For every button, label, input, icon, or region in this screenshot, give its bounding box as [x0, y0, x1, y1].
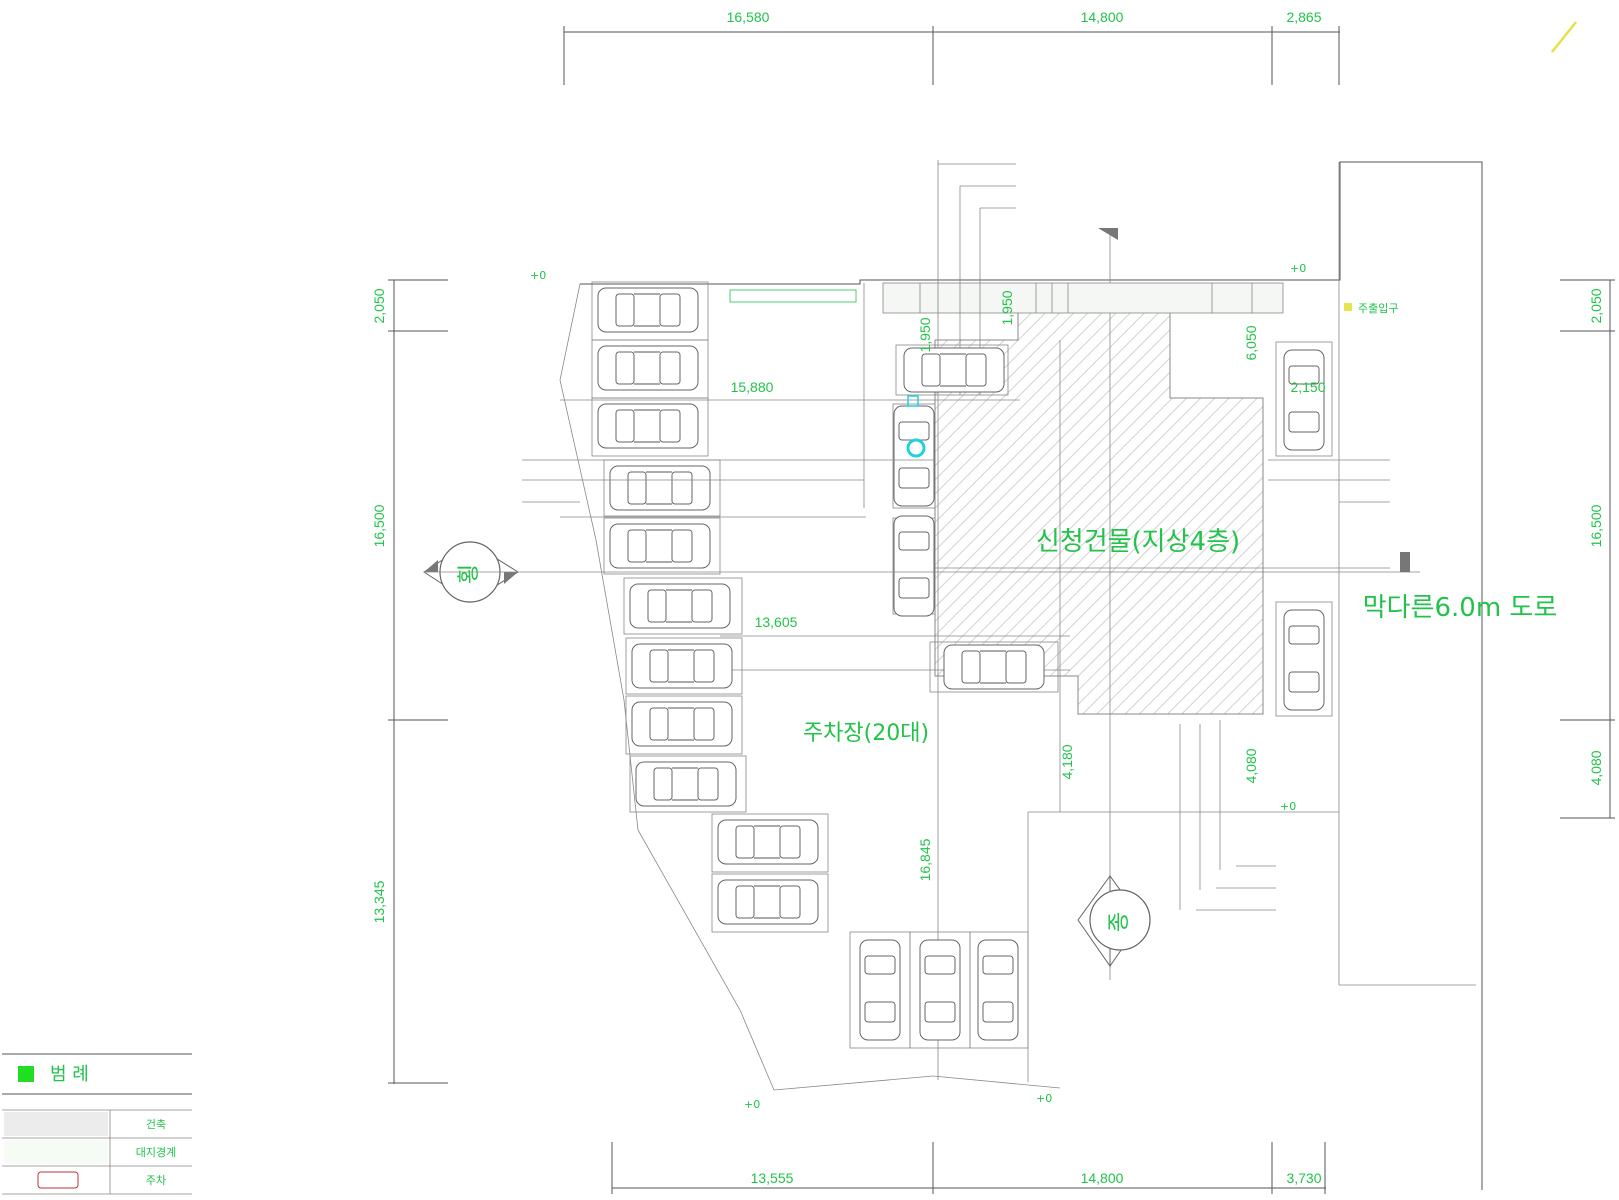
top-dimension-line: 16,580 14,800 2,865 — [563, 9, 1340, 85]
dim-top-3: 2,865 — [1286, 9, 1321, 25]
dim-inner-5: 6,050 — [1243, 325, 1259, 360]
dim-inner-2: 13,605 — [755, 614, 798, 630]
legend-bullet-icon — [18, 1066, 34, 1082]
car-stall-1 — [591, 281, 709, 341]
car-stall-14 — [892, 403, 936, 509]
dim-inner-7: 1,950 — [999, 290, 1015, 325]
car-stall-5 — [603, 517, 721, 575]
car-stall-12 — [929, 641, 1059, 693]
dim-right-3: 4,080 — [1588, 750, 1604, 785]
car-stall-10 — [711, 813, 829, 873]
building-footprint — [934, 230, 1390, 980]
site-boundary — [559, 161, 1483, 1190]
dim-left-2: 16,500 — [371, 504, 387, 547]
legend-row-2: 대지경계 — [136, 1146, 176, 1159]
level-marker-4: +0 — [744, 1098, 760, 1111]
bottom-dimension-line: 13,555 14,800 3,730 — [611, 1142, 1326, 1194]
building-label: 신청건물(지상4층) — [1036, 527, 1240, 557]
car-stall-17 — [1275, 601, 1333, 717]
car-stall-11 — [711, 873, 829, 933]
dim-top-1: 16,580 — [727, 9, 770, 25]
car-stall-9 — [629, 755, 747, 813]
legend-title: 범 례 — [50, 1064, 89, 1085]
entrance-stair-strip: 주출입구 — [729, 282, 1398, 315]
dim-inner-9: 16,845 — [917, 838, 933, 881]
legend-row-1: 건축 — [146, 1118, 166, 1131]
level-marker-5: +0 — [1036, 1092, 1052, 1105]
parking-guide-lines — [560, 160, 1221, 1080]
car-stall-4 — [603, 459, 721, 517]
section-v-label: 종 — [1107, 912, 1132, 932]
dim-right-1: 2,050 — [1588, 288, 1604, 323]
inner-dimensions: 15,880 13,605 4,180 4,080 6,050 2,150 1,… — [731, 290, 1326, 881]
right-dimension-line: 2,050 16,500 4,080 — [1560, 279, 1615, 819]
car-stall-3 — [591, 397, 709, 457]
level-markers: +0 +0 +0 +0 +0 — [530, 262, 1306, 1111]
annotation-leaders — [522, 163, 1390, 911]
dim-bottom-3: 3,730 — [1286, 1170, 1321, 1186]
dim-bottom-1: 13,555 — [751, 1170, 794, 1186]
car-stall-7 — [625, 637, 743, 695]
level-marker-3: +0 — [1280, 800, 1296, 813]
dim-inner-8: 1,950 — [917, 317, 933, 352]
car-stall-2 — [591, 339, 709, 399]
dim-left-3: 13,345 — [371, 880, 387, 923]
car-stall-6 — [623, 577, 743, 635]
level-marker-1: +0 — [530, 269, 546, 282]
entrance-marker — [1344, 303, 1352, 311]
dim-bottom-2: 14,800 — [1081, 1170, 1124, 1186]
section-h-label: 횡 — [457, 564, 482, 584]
dim-left-1: 2,050 — [371, 288, 387, 323]
dim-right-2: 16,500 — [1588, 504, 1604, 547]
car-stall-16 — [1275, 341, 1333, 457]
parking-cars — [591, 281, 1333, 1049]
accessible-parking-icon — [906, 395, 926, 458]
parking-label: 주차장(20대) — [803, 721, 929, 746]
legend-car-icon — [37, 1171, 79, 1189]
car-stall-18 — [849, 931, 911, 1049]
dim-inner-1: 15,880 — [731, 379, 774, 395]
dim-inner-4: 4,080 — [1243, 748, 1259, 783]
car-stall-13 — [895, 344, 1009, 396]
legend-row-3: 주차 — [146, 1174, 166, 1187]
entrance-label: 주출입구 — [1358, 302, 1398, 315]
left-dimension-line: 2,050 16,500 13,345 — [371, 279, 448, 1084]
section-marker-vertical: 종 — [1077, 228, 1151, 968]
dim-inner-6: 2,150 — [1290, 379, 1325, 395]
dim-inner-3: 4,180 — [1059, 744, 1075, 779]
car-stall-8 — [625, 695, 743, 755]
dim-top-2: 14,800 — [1081, 9, 1124, 25]
car-stall-19 — [909, 931, 971, 1049]
section-marker-horizontal: 횡 — [423, 541, 1420, 603]
car-stall-20 — [969, 931, 1029, 1049]
north-arrow-icon — [1551, 21, 1577, 53]
legend: 범 례 건축 대지경계 주차 — [2, 1053, 192, 1195]
car-stall-15 — [892, 515, 936, 617]
road-label: 막다른6.0m 도로 — [1363, 593, 1558, 623]
level-marker-2: +0 — [1290, 262, 1306, 275]
